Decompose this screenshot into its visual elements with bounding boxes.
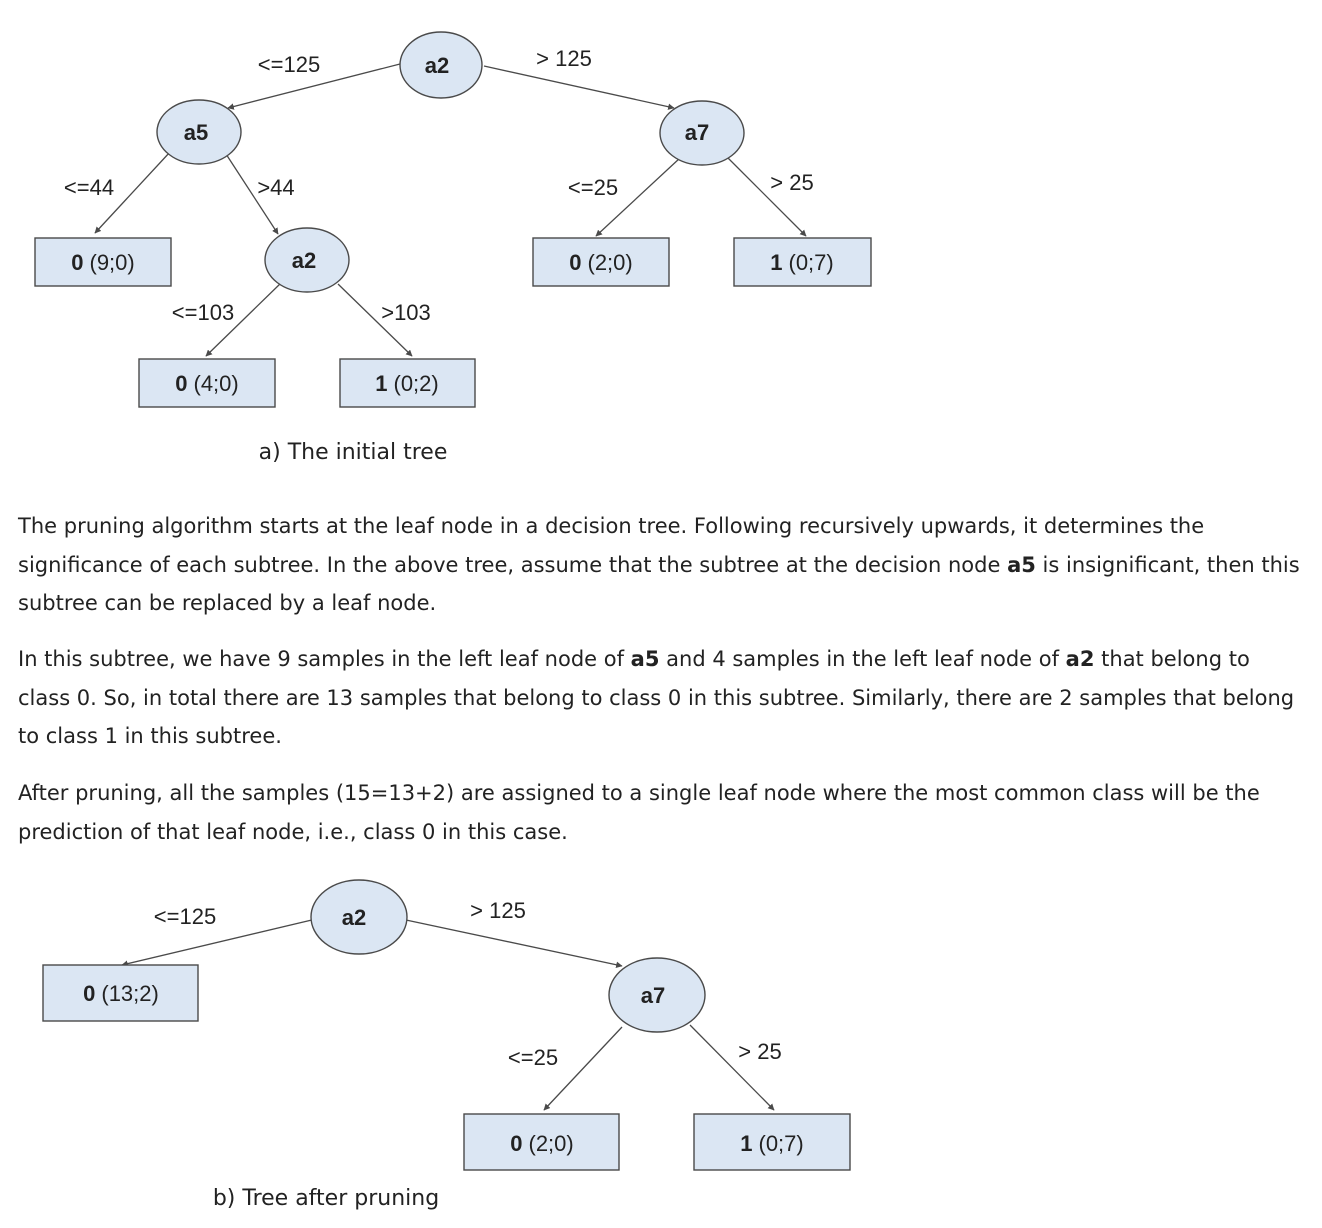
edge-label-a7-right: > 25 bbox=[770, 170, 813, 195]
leaf-a5-left: 0(9;0) bbox=[34, 237, 172, 287]
decision-node-a2-inner: a2 bbox=[264, 227, 350, 293]
edge-label-a2-right: >103 bbox=[381, 300, 431, 325]
caption-initial-tree: a) The initial tree bbox=[259, 440, 448, 465]
svg-text:0(13;2): 0(13;2) bbox=[83, 981, 159, 1006]
edge-root-to-a7 bbox=[405, 919, 623, 968]
edge-a5-to-a2 bbox=[225, 153, 279, 235]
edge-label-root-right: > 125 bbox=[536, 46, 592, 71]
leaf-root-left: 0(13;2) bbox=[42, 964, 199, 1022]
decision-node-root: a2 bbox=[399, 31, 483, 99]
edge-a5-to-leaf-left bbox=[94, 151, 171, 234]
svg-text:a7: a7 bbox=[685, 120, 709, 145]
initial-tree-diagram: a2 a5 a7 a2 <=125 > 125 <=44 >44 <=25 > … bbox=[34, 31, 872, 465]
edge-label-root-right: > 125 bbox=[470, 898, 526, 923]
decision-node-root: a2 bbox=[310, 879, 408, 955]
svg-text:a2: a2 bbox=[292, 248, 316, 273]
decision-node-a7: a7 bbox=[608, 957, 706, 1033]
edge-a7-to-leaf-right bbox=[727, 157, 807, 237]
edge-root-to-leaf-left bbox=[121, 918, 317, 967]
pruned-tree-diagram: a2 a7 <=125 > 125 <=25 > 25 0(13;2) 0(2;… bbox=[42, 879, 851, 1211]
leaf-a7-left: 0(2;0) bbox=[532, 237, 670, 287]
svg-text:0(9;0): 0(9;0) bbox=[71, 250, 135, 275]
edge-label-root-left: <=125 bbox=[154, 904, 216, 929]
leaf-a7-left: 0(2;0) bbox=[463, 1113, 620, 1171]
edge-a7-to-leaf-right bbox=[689, 1024, 775, 1111]
svg-text:a7: a7 bbox=[641, 983, 665, 1008]
edge-a2-to-leaf-left bbox=[205, 281, 283, 357]
paragraph-subtree-counts: In this subtree, we have 9 samples in th… bbox=[18, 647, 1295, 748]
caption-pruned-tree: b) Tree after pruning bbox=[213, 1186, 439, 1211]
edge-label-a5-left: <=44 bbox=[64, 175, 114, 200]
edge-a7-to-leaf-left bbox=[595, 157, 681, 237]
edge-root-to-a7 bbox=[483, 65, 675, 110]
svg-text:0(2;0): 0(2;0) bbox=[569, 250, 633, 275]
edge-label-a7-left: <=25 bbox=[508, 1045, 558, 1070]
svg-text:1(0;2): 1(0;2) bbox=[375, 371, 439, 396]
edge-label-a5-right: >44 bbox=[257, 175, 294, 200]
edge-root-to-a5 bbox=[227, 63, 401, 110]
edge-label-a7-right: > 25 bbox=[738, 1039, 781, 1064]
edge-label-root-left: <=125 bbox=[258, 52, 320, 77]
edge-label-a2-left: <=103 bbox=[172, 300, 234, 325]
leaf-a7-right: 1(0;7) bbox=[693, 1113, 851, 1171]
svg-text:1(0;7): 1(0;7) bbox=[740, 1131, 804, 1156]
paragraph-pruning-intro: The pruning algorithm starts at the leaf… bbox=[18, 514, 1300, 615]
svg-text:0(4;0): 0(4;0) bbox=[175, 371, 239, 396]
svg-text:a2: a2 bbox=[425, 53, 449, 78]
paragraph-after-pruning: After pruning, all the samples (15=13+2)… bbox=[18, 781, 1260, 844]
edge-a2-to-leaf-right bbox=[337, 283, 413, 357]
edge-label-a7-left: <=25 bbox=[568, 175, 618, 200]
decision-node-a5: a5 bbox=[156, 99, 242, 165]
decision-node-a7: a7 bbox=[659, 100, 745, 166]
leaf-a2-right: 1(0;2) bbox=[339, 358, 476, 408]
svg-text:1(0;7): 1(0;7) bbox=[770, 250, 834, 275]
leaf-a2-left: 0(4;0) bbox=[138, 358, 276, 408]
svg-text:0(2;0): 0(2;0) bbox=[510, 1131, 574, 1156]
edge-a7-to-leaf-left bbox=[543, 1026, 623, 1111]
svg-text:a2: a2 bbox=[342, 905, 366, 930]
leaf-a7-right: 1(0;7) bbox=[733, 237, 872, 287]
svg-text:a5: a5 bbox=[184, 120, 208, 145]
